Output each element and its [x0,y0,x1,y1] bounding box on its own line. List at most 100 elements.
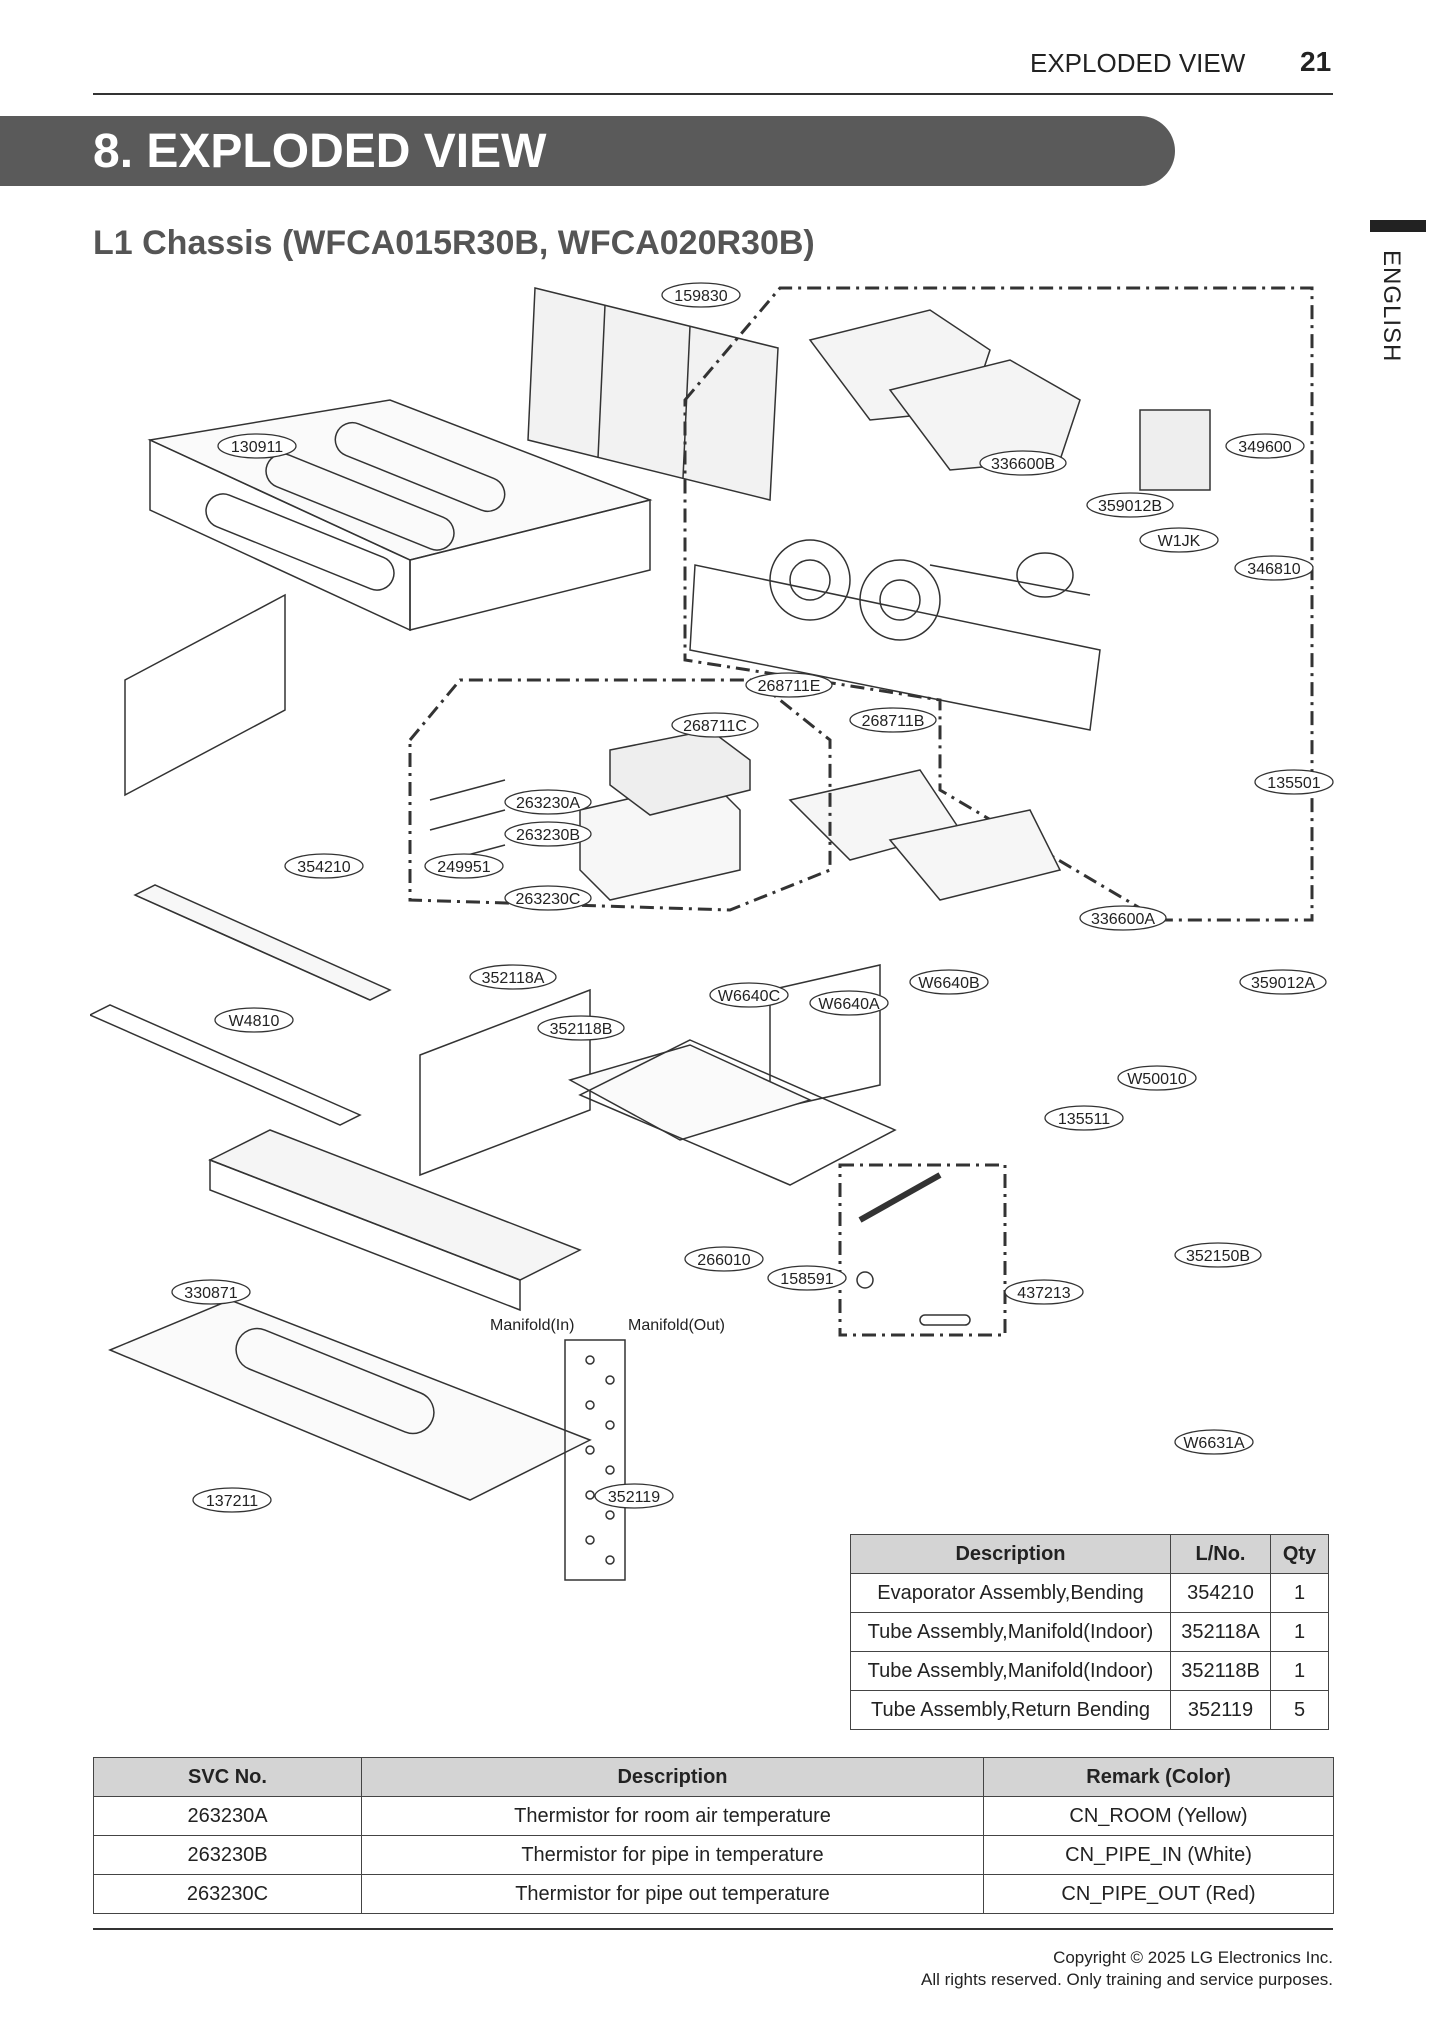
tube-table-cell: 352119 [1170,1690,1271,1730]
return-bends-part [585,1355,615,1565]
tube-col-description: Description [850,1534,1171,1574]
callout-bubble [469,964,557,990]
callout-330871: 330871 [171,1279,251,1305]
callout-label: 354210 [297,859,350,876]
callout-bubble [1225,433,1305,459]
callout-label: W6640A [818,996,880,1013]
rights-text: All rights reserved. Only training and s… [921,1970,1333,1989]
thermistor-wires-part [429,779,506,866]
callout-437213: 437213 [1004,1279,1084,1305]
callout-bubble [849,707,937,733]
callout-352118a: 352118A [469,964,557,990]
callout-bubble [284,853,364,879]
callout-w6640c: W6640C [709,982,789,1008]
fan-motor-part [1016,552,1074,598]
callout-bubble [767,1265,847,1291]
callout-bubble [594,1483,674,1509]
tube-col-lno: L/No. [1170,1534,1271,1574]
svc-col-remark: Remark (Color) [983,1757,1334,1797]
callout-346810: 346810 [1234,555,1314,581]
footer-divider [93,1928,1333,1930]
tube-table-cell: 1 [1270,1612,1329,1652]
callout-label: 268711E [758,678,821,695]
side-panel-part [124,593,286,797]
callout-359012b: 359012B [1086,492,1174,518]
tube-table-cell: 354210 [1170,1573,1271,1613]
callout-bubble [909,969,989,995]
callout-bubble [745,672,833,698]
callout-label: W1JK [1158,533,1201,550]
fan-motor-mount-part [1139,409,1211,491]
tube-table-cell: Tube Assembly,Return Bending [850,1690,1171,1730]
bottom-panel-part [108,1299,592,1501]
callout-bubble [809,990,889,1016]
callout-label: 359012B [1098,498,1162,515]
callout-352150b: 352150B [1174,1242,1262,1268]
callout-336600b: 336600B [979,450,1067,476]
support-rail-part [90,1004,362,1126]
callout-w1jk: W1JK [1139,527,1219,553]
callout-bubble [671,712,759,738]
callout-label: 137211 [206,1493,258,1510]
tube-parts-table: Description L/No. Qty Evaporator Assembl… [850,1534,1329,1730]
callouts: 159830 130911 336600B 349600 359012B W1JK 3468… [171,282,1334,1513]
callout-bubble [684,1246,764,1272]
callout-130911: 130911 [217,433,297,459]
callout-w6631a: W6631A [1174,1429,1254,1455]
callout-bubble [1174,1429,1254,1455]
callout-label: 349600 [1238,439,1291,456]
callout-266010: 266010 [684,1246,764,1272]
callout-352118b: 352118B [537,1015,625,1041]
svc-table-cell: 263230B [93,1835,362,1875]
diagram-parts [90,286,1314,1581]
callout-label: 135511 [1058,1111,1110,1128]
svc-col-number: SVC No. [93,1757,362,1797]
callout-bubble [424,853,504,879]
svc-parts-table: SVC No. Description Remark (Color) 26323… [93,1757,1334,1914]
tube-table-cell: 352118B [1170,1651,1271,1691]
callout-label: W50010 [1127,1071,1187,1088]
tube-table-cell: Tube Assembly,Manifold(Indoor) [850,1651,1171,1691]
drain-plug-part [919,1314,971,1326]
callout-w4810: W4810 [214,1007,294,1033]
callout-label: 268711B [862,713,925,730]
svc-table-cell: 263230C [93,1874,362,1914]
callout-352119: 352119 [594,1483,674,1509]
callout-135501: 135501 [1254,769,1334,795]
blower-wheel-part [769,539,851,621]
tube-table-cell: 5 [1270,1690,1329,1730]
chassis-title: L1 Chassis (WFCA015R30B, WFCA020R30B) [93,224,815,262]
callout-359012a: 359012A [1239,969,1327,995]
callout-263230c: 263230C [504,885,592,911]
callout-bubble [1044,1105,1124,1131]
callout-label: 330871 [184,1285,237,1302]
callout-label: 268711C [683,718,747,735]
tube-table-cell: 1 [1270,1651,1329,1691]
callout-bubble [1139,527,1219,553]
tube-col-qty: Qty [1270,1534,1329,1574]
callout-label: 346810 [1247,561,1300,578]
header-section-title: EXPLODED VIEW [1030,48,1246,78]
callout-159830: 159830 [661,282,741,308]
page-number: 21 [1300,46,1332,77]
tube-table-cell: 1 [1270,1573,1329,1613]
svc-table-cell: Thermistor for pipe in temperature [361,1835,984,1875]
callout-bubble [979,450,1067,476]
callout-268711e: 268711E [745,672,833,698]
callout-135511: 135511 [1044,1105,1124,1131]
callout-bubble [709,982,789,1008]
callout-label: 130911 [231,439,283,456]
callout-label: 437213 [1017,1285,1070,1302]
header-divider [93,93,1333,95]
callout-label: 336600A [1091,911,1155,928]
control-box-boundary [408,678,832,912]
section-title: 8. EXPLODED VIEW [93,125,547,178]
callout-label: 352118B [550,1021,613,1038]
callout-label: 336600B [991,456,1055,473]
